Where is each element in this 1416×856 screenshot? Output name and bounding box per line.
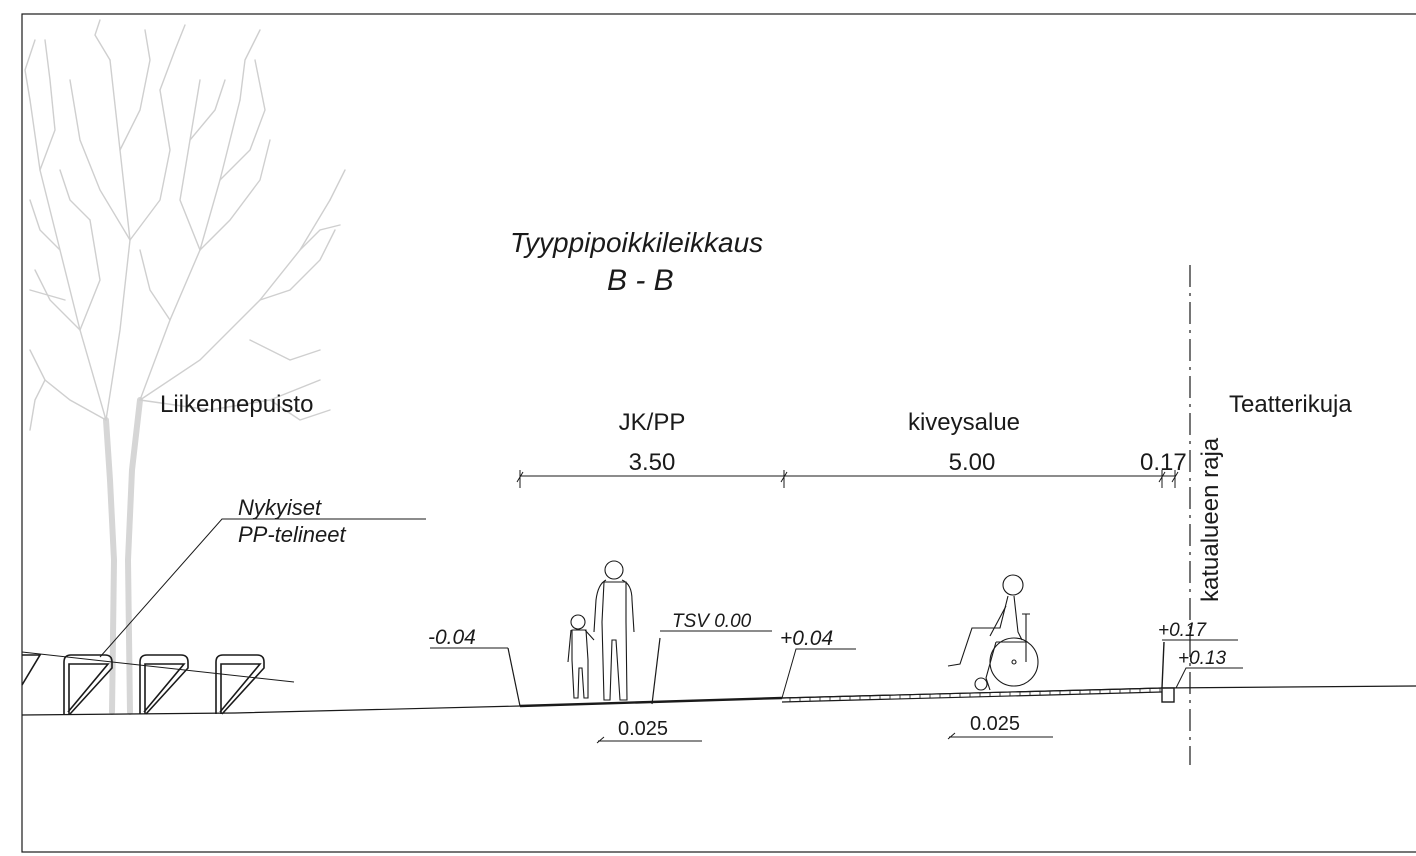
level-curb-bottom: +0.13 xyxy=(1178,648,1227,669)
slope-markers xyxy=(596,732,1053,744)
section-id: B - B xyxy=(607,264,674,297)
bike-racks-leader xyxy=(21,518,426,683)
section-title: Tyyppipoikkileikkaus xyxy=(510,227,763,258)
ground-surface xyxy=(21,637,1416,716)
boundary-label: katualueen raja xyxy=(1197,437,1224,602)
zone-width-jkpp: 3.50 xyxy=(629,449,676,476)
level-middle: +0.04 xyxy=(780,627,833,650)
zone-width-kiveysalue: 5.00 xyxy=(949,449,996,476)
wheelchair-user-icon xyxy=(947,574,1039,691)
right-area-label: Teatterikuja xyxy=(1229,391,1352,418)
level-leaders xyxy=(430,630,1243,699)
pedestrian-child-icon xyxy=(567,614,595,699)
level-curb-top: +0.17 xyxy=(1158,620,1208,641)
bike-racks-label-line1: Nykyiset xyxy=(238,495,322,520)
dimension-line xyxy=(516,470,1179,488)
pedestrian-adult-icon xyxy=(593,560,635,701)
bike-rack-icon xyxy=(21,654,265,715)
zone-name-jkpp: JK/PP xyxy=(619,409,686,436)
zone-name-kiveysalue: kiveysalue xyxy=(908,409,1020,436)
paving-hatch xyxy=(789,688,1161,702)
zone-width-curb: 0.17 xyxy=(1140,449,1187,476)
level-left-edge: -0.04 xyxy=(428,626,476,649)
level-reference: TSV 0.00 xyxy=(672,611,752,632)
left-area-label: Liikennepuisto xyxy=(160,391,313,418)
curb-stone xyxy=(1161,641,1175,703)
bike-racks-label-line2: PP-telineet xyxy=(238,522,347,547)
tree-icon xyxy=(24,19,346,715)
slope-value-right: 0.025 xyxy=(970,713,1020,735)
drawing-frame xyxy=(21,13,1416,853)
slope-value-left: 0.025 xyxy=(618,718,668,740)
